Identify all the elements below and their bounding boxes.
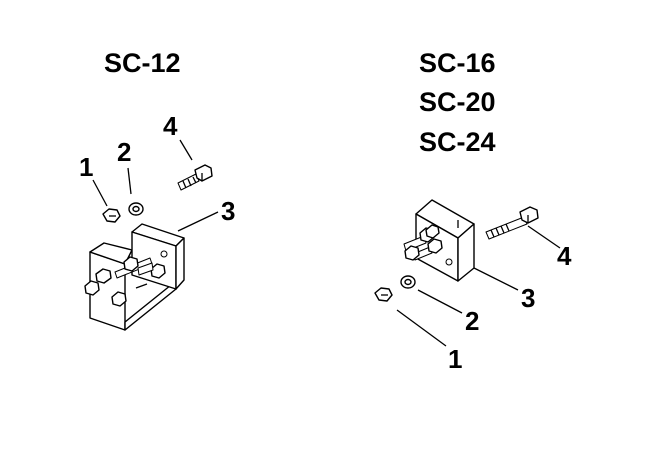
sc16-callout-2: 2 <box>465 306 479 336</box>
sc16-callout-3: 3 <box>521 283 535 313</box>
sc12-leader-1 <box>92 179 108 207</box>
sc12-callout-4: 4 <box>163 111 178 141</box>
sc12-callout-3: 3 <box>221 196 235 226</box>
sc12-leader-3 <box>177 211 219 232</box>
sc16-leader-3 <box>473 267 519 291</box>
sc12-bracket <box>84 223 185 331</box>
sc16-hex-nut <box>374 287 393 302</box>
sc16-cap-screw <box>485 206 539 240</box>
sc12-group: SC-12 1 2 3 4 <box>79 48 235 331</box>
sc16-24-group: SC-16 SC-20 SC-24 1 2 3 4 <box>374 48 572 374</box>
sc16-leader-2 <box>417 289 463 314</box>
sc16-leader-4 <box>527 225 561 249</box>
sc16-block <box>403 199 475 282</box>
sc12-callout-1: 1 <box>79 152 93 182</box>
sc12-washer <box>128 202 144 216</box>
sc12-hex-nut <box>102 208 121 223</box>
sc12-leader-4 <box>179 139 193 161</box>
sc16-callout-1: 1 <box>448 344 462 374</box>
sc12-leader-2 <box>127 167 132 195</box>
sc12-cap-screw <box>177 164 213 191</box>
sc16-title: SC-16 <box>419 48 496 78</box>
sc24-title: SC-24 <box>419 127 496 157</box>
sc16-leader-1 <box>396 309 447 347</box>
sc16-washer <box>400 275 416 289</box>
sc12-callout-2: 2 <box>117 137 131 167</box>
sc20-title: SC-20 <box>419 87 496 117</box>
sc16-callout-4: 4 <box>557 241 572 271</box>
sc12-title: SC-12 <box>104 48 181 78</box>
